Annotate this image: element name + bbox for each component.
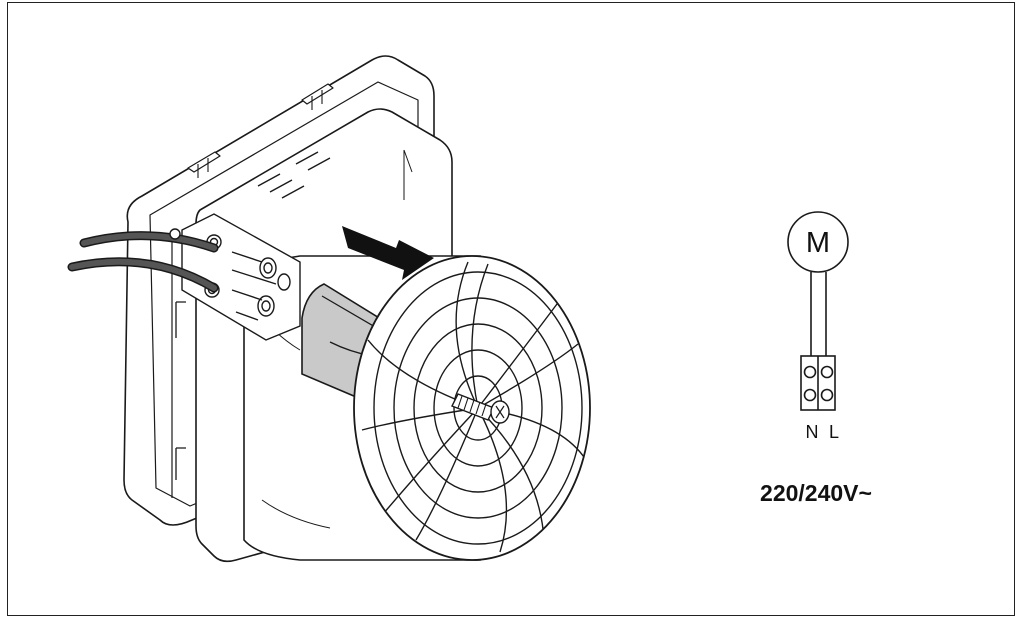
live-terminal-label: L [829, 422, 839, 442]
diagram-frame [7, 2, 1015, 616]
supply-voltage-label: 220/240V~ [760, 480, 872, 506]
wiring-schematic [787, 211, 849, 411]
motor-label: M [806, 227, 830, 259]
fixing-screw [451, 393, 510, 424]
mounting-hole [169, 228, 181, 240]
neutral-terminal-label: N [806, 422, 819, 442]
supply-cables [67, 231, 219, 293]
motor-symbol [787, 211, 849, 273]
motor-leads [810, 272, 827, 358]
removal-arrow [342, 226, 434, 280]
